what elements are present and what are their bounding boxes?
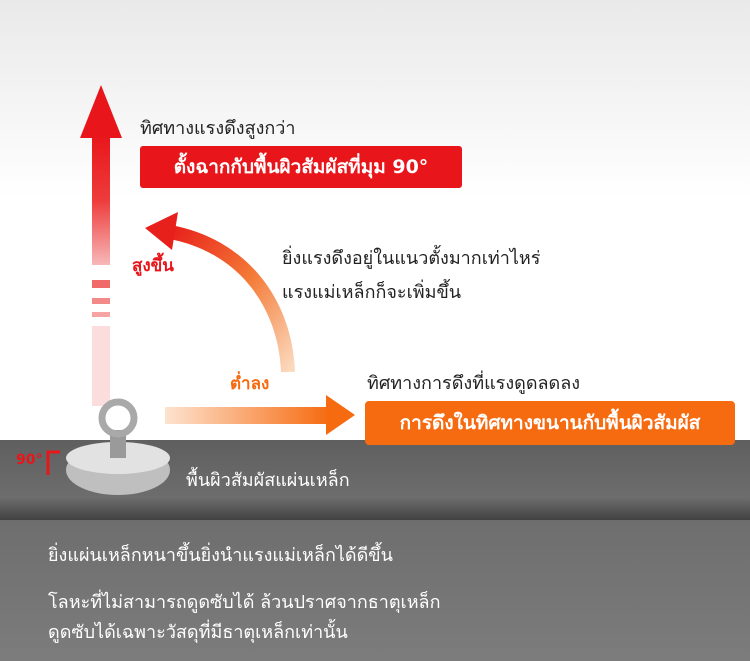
vertical-label-box: ตั้งฉากกับพื้นผิวสัมผัสที่มุม 90° xyxy=(140,146,462,188)
vertical-title: ทิศทางแรงดึงสูงกว่า xyxy=(140,118,296,139)
note-text: ยิ่งแรงดึงอยู่ในแนวตั้งมากเท่าไหร่ แรงแม… xyxy=(282,242,540,310)
magnet-image xyxy=(66,398,170,495)
note-line-1: ยิ่งแรงดึงอยู่ในแนวตั้งมากเท่าไหร่ xyxy=(282,248,541,269)
surface-label: พื้นผิวสัมผัสแผ่นเหล็ก xyxy=(186,470,350,491)
vertical-arrow xyxy=(80,85,122,406)
info-panel xyxy=(0,520,750,661)
horizontal-label-box: การดึงในทิศทางขนานกับพื้นผิวสัมผัส xyxy=(365,401,735,445)
angle-label: 90° xyxy=(16,452,43,468)
bottom-line-2: โลหะที่ไม่สามารถดูดซับได้ ล้วนปราศจากธาต… xyxy=(48,592,441,613)
bottom-line-1: ยิ่งแผ่นเหล็กหนาขึ้นยิ่งนำแรงแม่เหล็กได้… xyxy=(48,545,393,566)
horizontal-title: ทิศทางการดึงที่แรงดูดลดลง xyxy=(367,373,581,394)
right-angle-marker xyxy=(46,450,60,475)
higher-label: สูงขึ้น xyxy=(132,256,174,276)
vertical-label: ตั้งฉากกับพื้นผิวสัมผัสที่มุม 90° xyxy=(173,156,429,178)
lower-label: ต่ำลง xyxy=(230,374,270,394)
horizontal-arrow xyxy=(165,395,355,435)
curved-arrow xyxy=(145,212,295,373)
note-line-2: แรงแม่เหล็กก็จะเพิ่มขึ้น xyxy=(282,282,462,303)
bottom-line-3: ดูดซับได้เฉพาะวัสดุที่มีธาตุเหล็กเท่านั้… xyxy=(48,622,348,643)
horizontal-label: การดึงในทิศทางขนานกับพื้นผิวสัมผัส xyxy=(399,412,701,434)
bottom-notes: โลหะที่ไม่สามารถดูดซับได้ ล้วนปราศจากธาต… xyxy=(48,588,440,648)
